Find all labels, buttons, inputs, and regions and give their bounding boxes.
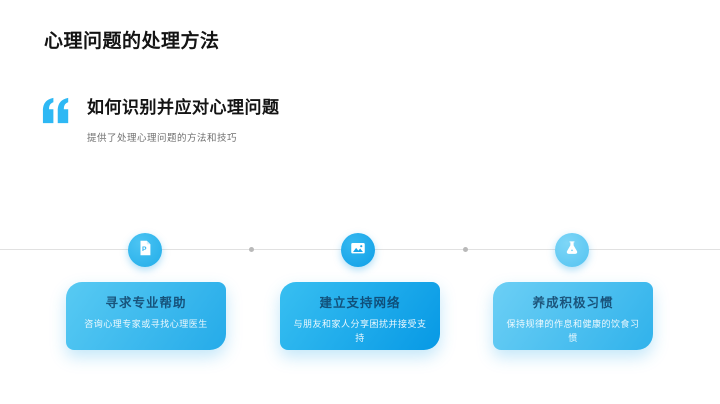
card-title: 养成积极习惯 <box>532 296 614 310</box>
card-title: 建立支持网络 <box>319 296 401 310</box>
svg-text:P: P <box>142 246 147 253</box>
card-title: 寻求专业帮助 <box>105 296 187 310</box>
timeline-node-2 <box>341 233 375 267</box>
timeline-node-1: P <box>128 233 162 267</box>
quote-block: 如何识别并应对心理问题 提供了处理心理问题的方法和技巧 <box>42 97 280 144</box>
quote-icon <box>42 97 70 124</box>
step-card-support-network[interactable]: 建立支持网络 与朋友和家人分享困扰并接受支持 <box>280 282 440 350</box>
timeline-node-3 <box>555 233 589 267</box>
step-card-seek-help[interactable]: 寻求专业帮助 咨询心理专家或寻找心理医生 <box>66 282 226 350</box>
card-desc: 咨询心理专家或寻找心理医生 <box>84 319 208 329</box>
document-icon: P <box>136 239 154 262</box>
timeline-dot <box>463 247 468 252</box>
page-title: 心理问题的处理方法 <box>44 31 220 52</box>
quote-texts: 如何识别并应对心理问题 提供了处理心理问题的方法和技巧 <box>87 97 280 144</box>
step-card-positive-habits[interactable]: 养成积极习惯 保持规律的作息和健康的饮食习惯 <box>493 282 653 350</box>
timeline-dot <box>249 247 254 252</box>
image-icon <box>349 239 367 262</box>
card-desc: 保持规律的作息和健康的饮食习惯 <box>506 319 640 343</box>
section-subtext: 提供了处理心理问题的方法和技巧 <box>87 133 238 144</box>
section-heading: 如何识别并应对心理问题 <box>87 98 280 117</box>
flask-icon <box>563 239 581 262</box>
card-desc: 与朋友和家人分享困扰并接受支持 <box>293 319 427 343</box>
